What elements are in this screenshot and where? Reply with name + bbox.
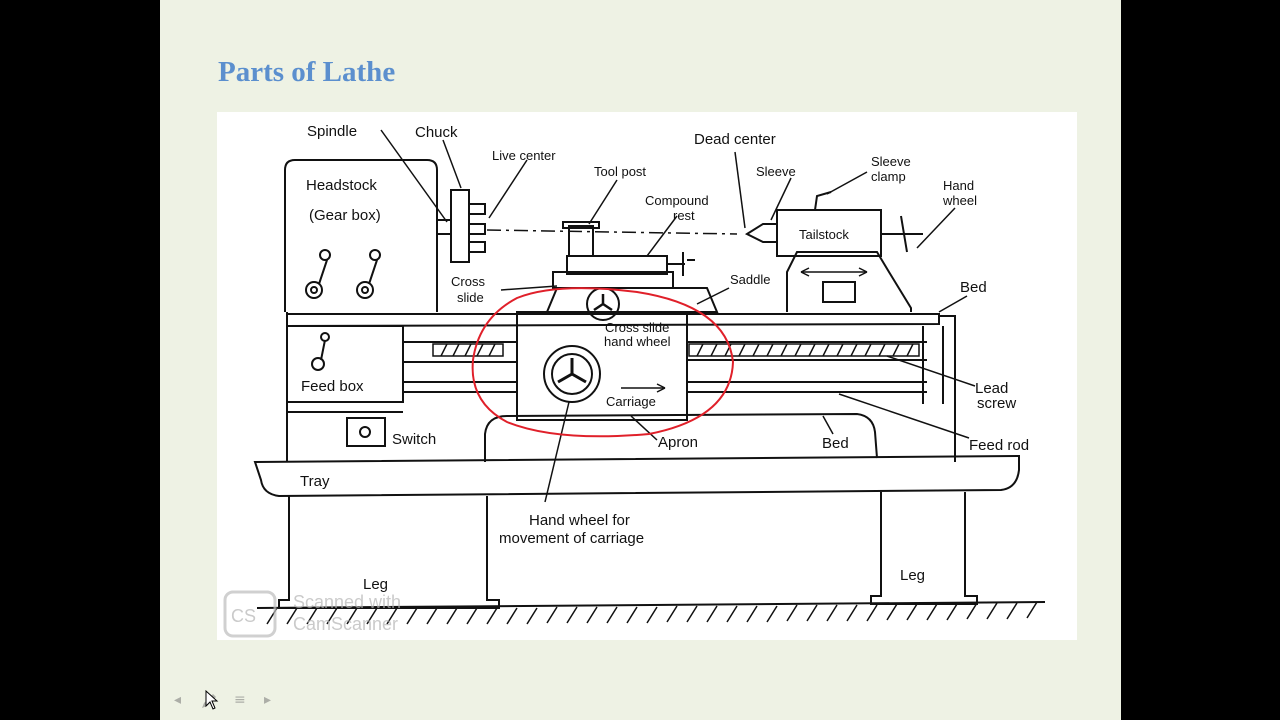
feed-box-outline [286, 325, 404, 403]
label-dead-center: Dead center [694, 131, 776, 148]
bed-body-top [286, 313, 940, 327]
label-compound-rest-1: Compound [645, 193, 709, 208]
menu-icon[interactable]: ≡ [234, 692, 246, 708]
floor-hatching [266, 601, 1038, 625]
label-saddle: Saddle [730, 272, 770, 287]
label-hand-wheel-carriage-1: Hand wheel for [529, 512, 630, 529]
label-hand-wheel-1: Hand [943, 178, 974, 193]
svg-text:CamScanner: CamScanner [293, 614, 398, 634]
label-hand-wheel-carriage-2: movement of carriage [499, 530, 644, 547]
label-tray: Tray [300, 473, 330, 490]
cross-slide [552, 271, 674, 289]
tool-post [568, 225, 594, 257]
label-sleeve-clamp-2: clamp [871, 169, 906, 184]
label-apron: Apron [658, 434, 698, 451]
label-headstock-1: Headstock [306, 177, 377, 194]
feed-box-lever [311, 332, 330, 371]
slide: Parts of Lathe [160, 0, 1121, 720]
tailstock-base [786, 251, 912, 312]
label-tool-post: Tool post [594, 164, 646, 179]
label-bed-bottom: Bed [822, 435, 849, 452]
label-switch: Switch [392, 431, 436, 448]
chuck [450, 189, 470, 263]
previous-slide-icon[interactable]: ◂ [174, 692, 182, 708]
label-leg-left: Leg [363, 576, 388, 593]
tray [253, 454, 1020, 498]
tailstock-hand-wheel [881, 215, 923, 253]
carriage-hand-wheel [543, 345, 601, 403]
label-feed-rod: Feed rod [969, 437, 1029, 454]
label-tailstock: Tailstock [799, 227, 849, 242]
label-carriage: Carriage [606, 394, 656, 409]
sleeve-clamp [814, 191, 832, 211]
headstock-levers [305, 249, 381, 299]
leg-right [870, 492, 978, 605]
label-cross-slide-1: Cross [451, 274, 485, 289]
mouse-cursor-icon [205, 690, 219, 710]
switch-box [346, 417, 386, 447]
lead-screw-threads [432, 343, 920, 357]
dead-center [744, 223, 778, 243]
label-lead-screw-1: Lead [975, 380, 1008, 397]
label-spindle: Spindle [307, 123, 357, 140]
label-bed-top: Bed [960, 279, 987, 296]
label-hand-wheel-2: wheel [942, 193, 977, 208]
label-compound-rest-2: rest [673, 208, 695, 223]
lathe-diagram: CS Scanned with CamScanner Spindle Chuck… [217, 112, 1077, 640]
slide-title: Parts of Lathe [218, 56, 396, 88]
headstock [284, 159, 438, 312]
label-chuck: Chuck [415, 124, 458, 141]
center-line [486, 229, 738, 235]
svg-text:CS: CS [231, 606, 256, 626]
label-cross-slide-2: slide [457, 290, 484, 305]
svg-text:Scanned with: Scanned with [293, 592, 401, 612]
label-headstock-2: (Gear box) [309, 207, 381, 224]
bed-right-support [939, 315, 956, 462]
label-leg-right: Leg [900, 567, 925, 584]
camscanner-watermark: CS Scanned with CamScanner [223, 590, 401, 638]
bed-opening [484, 412, 878, 462]
label-lead-screw-2: screw [977, 395, 1016, 412]
next-slide-icon[interactable]: ▸ [264, 692, 272, 708]
label-live-center: Live center [492, 148, 556, 163]
label-cross-slide-hw-1: Cross slide [605, 320, 669, 335]
label-sleeve-clamp-1: Sleeve [871, 154, 911, 169]
label-feed-box: Feed box [301, 378, 364, 395]
label-sleeve: Sleeve [756, 164, 796, 179]
carriage-highlight [471, 287, 735, 438]
leg-left [278, 496, 500, 609]
label-cross-slide-hw-2: hand wheel [604, 334, 671, 349]
